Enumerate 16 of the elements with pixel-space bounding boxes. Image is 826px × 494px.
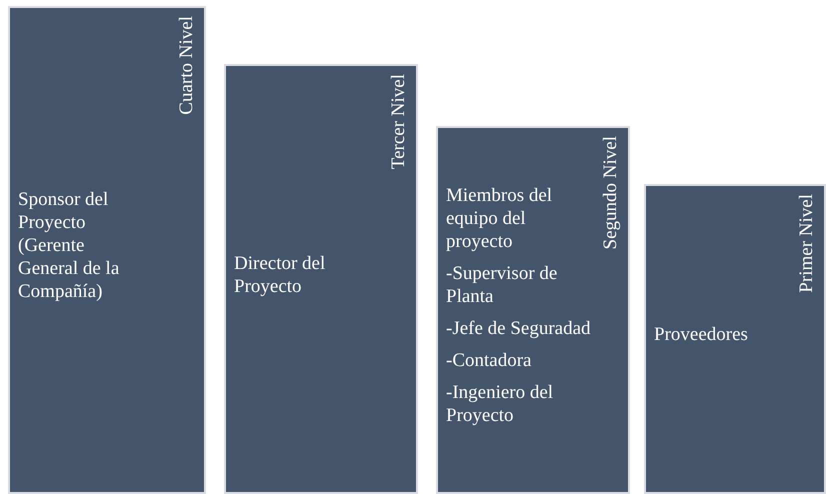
list-item: -Contadora <box>446 349 532 372</box>
role-text: Proveedores <box>654 323 749 346</box>
list-item: -Supervisor de Planta <box>446 262 558 308</box>
role-text: Sponsor del Proyecto (Gerente General de la Compañía) <box>18 188 120 303</box>
role-text: Miembros del equipo del proyecto <box>446 184 554 253</box>
role-text: Director del Proyecto <box>234 252 326 298</box>
level-column <box>8 6 206 494</box>
level-column <box>436 126 630 494</box>
list-item: -Ingeniero del Proyecto <box>446 381 554 427</box>
list-item: -Jefe de Seguradad <box>446 317 592 340</box>
level-title: Primer Nivel <box>795 194 818 293</box>
level-title: Segundo Nivel <box>599 136 622 250</box>
level-title: Tercer Nivel <box>387 74 410 170</box>
level-column <box>224 64 418 494</box>
level-title: Cuarto Nivel <box>175 16 198 115</box>
level-column <box>644 184 826 494</box>
